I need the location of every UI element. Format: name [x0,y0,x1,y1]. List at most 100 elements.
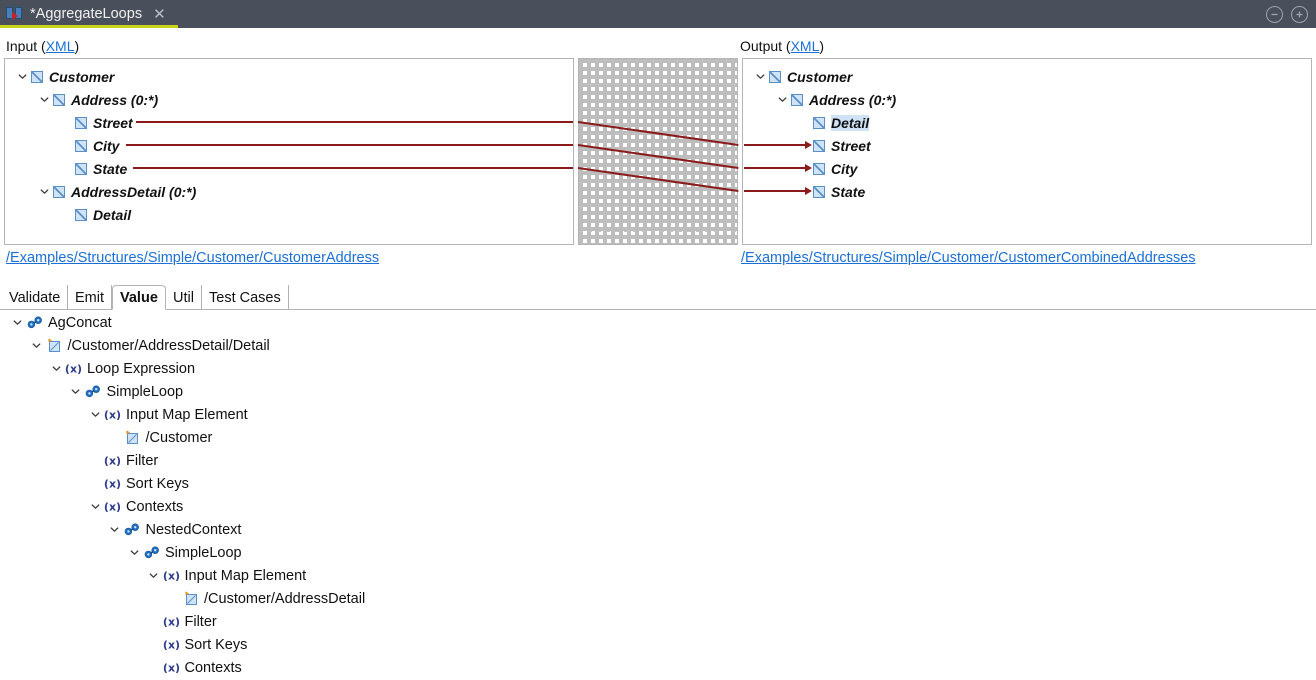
tree-node[interactable]: Street [5,111,573,134]
detail-tree-node-label: NestedContext [146,522,242,538]
detail-tree-node-label: Loop Expression [87,361,195,377]
value-detail-tree[interactable]: AgConcat/Customer/AddressDetail/Detail(x… [0,311,1316,680]
detail-tree-node-label: Filter [185,614,217,630]
document-tab[interactable]: *AggregateLoops ✕ [0,0,174,28]
tree-node[interactable]: State [5,157,573,180]
maximize-icon[interactable] [1291,6,1308,23]
input-path-link[interactable]: /Examples/Structures/Simple/Customer/Cus… [6,250,379,266]
tree-node-label: Detail [831,115,869,131]
chevron-down-icon[interactable] [69,385,83,399]
detail-tree-node[interactable]: /Customer/AddressDetail [0,587,1316,610]
element-checkbox-icon[interactable] [75,117,87,129]
loop-link-icon [124,522,141,537]
detail-tree-node[interactable]: (x)Sort Keys [0,472,1316,495]
input-tree-panel[interactable]: CustomerAddress (0:*) StreetCityStateAddr… [4,58,574,245]
grid-line [579,157,737,158]
chevron-down-icon[interactable] [753,70,767,84]
tab-validate[interactable]: Validate [2,285,68,310]
map-node-icon [124,430,141,445]
detail-tree-node[interactable]: (x)Sort Keys [0,633,1316,656]
tree-node[interactable]: AddressDetail (0:*) [5,180,573,203]
tree-node[interactable]: Customer [743,65,1311,88]
element-checkbox-icon[interactable] [813,117,825,129]
element-checkbox-icon[interactable] [53,186,65,198]
detail-tree-node-label: /Customer/AddressDetail [204,591,365,607]
output-tree: CustomerAddress (0:*) DetailStreetCitySta… [743,65,1311,203]
detail-tree-node[interactable]: (x)Filter [0,449,1316,472]
chevron-down-icon[interactable] [108,523,122,537]
tab-emit[interactable]: Emit [68,285,112,310]
tree-node[interactable]: Detail [5,203,573,226]
element-checkbox-icon[interactable] [813,140,825,152]
element-checkbox-icon[interactable] [791,94,803,106]
detail-tree-node[interactable]: (x)Input Map Element [0,403,1316,426]
expression-icon: (x) [104,476,121,491]
svg-text:(x): (x) [104,500,121,513]
detail-tree-node-label: Filter [126,453,158,469]
expression-icon: (x) [104,407,121,422]
detail-tree-node[interactable]: AgConcat [0,311,1316,334]
tab-value[interactable]: Value [112,285,166,310]
tree-node[interactable]: City [5,134,573,157]
chevron-down-icon[interactable] [88,500,102,514]
grid-line [579,108,737,109]
chevron-down-icon[interactable] [30,339,44,353]
detail-tree-node[interactable]: (x)Contexts [0,656,1316,679]
chevron-down-icon[interactable] [88,408,102,422]
output-label-text: Output ( [740,38,791,54]
tab-title: *AggregateLoops [30,6,142,22]
loop-link-icon [26,315,43,330]
detail-tree-node[interactable]: (x)Contexts [0,495,1316,518]
element-checkbox-icon[interactable] [813,186,825,198]
output-path-link[interactable]: /Examples/Structures/Simple/Customer/Cus… [741,250,1196,266]
tree-node[interactable]: Address (0:*) [743,88,1311,111]
tab-test-cases[interactable]: Test Cases [202,285,289,310]
chevron-down-icon[interactable] [37,185,51,199]
detail-tree-node[interactable]: /Customer [0,426,1316,449]
tree-node-label: Street [93,115,133,131]
output-tree-panel[interactable]: CustomerAddress (0:*) DetailStreetCitySta… [742,58,1312,245]
tree-node[interactable]: Address (0:*) [5,88,573,111]
minimize-icon[interactable] [1266,6,1283,23]
map-node-icon [182,591,199,606]
tree-node-label: State [831,184,865,200]
detail-tree-node[interactable]: NestedContext [0,518,1316,541]
grid-line [579,206,737,207]
element-checkbox-icon[interactable] [75,163,87,175]
tree-node-label: Address (0:*) [809,92,896,108]
tab-util[interactable]: Util [166,285,202,310]
chevron-down-icon[interactable] [49,362,63,376]
tree-node[interactable]: Customer [5,65,573,88]
detail-tree-node[interactable]: (x)Input Map Element [0,564,1316,587]
chevron-down-icon[interactable] [10,316,24,330]
element-checkbox-icon[interactable] [75,209,87,221]
detail-tree-node[interactable]: (x)Loop Expression [0,357,1316,380]
detail-tree-node[interactable]: /Customer/AddressDetail/Detail [0,334,1316,357]
mapping-canvas[interactable] [578,58,738,245]
element-checkbox-icon[interactable] [769,71,781,83]
element-checkbox-icon[interactable] [813,163,825,175]
chevron-down-icon[interactable] [775,93,789,107]
output-xml-link[interactable]: XML [791,38,820,54]
chevron-down-icon[interactable] [15,70,29,84]
tree-node[interactable]: State [743,180,1311,203]
close-icon[interactable]: ✕ [153,7,166,22]
tree-node[interactable]: Street [743,134,1311,157]
svg-text:(x): (x) [163,615,180,628]
detail-tree-node[interactable]: (x) Filter [0,610,1316,633]
element-checkbox-icon[interactable] [75,140,87,152]
detail-tree-node-label: AgConcat [48,315,112,331]
window-controls [1266,0,1308,28]
chevron-down-icon[interactable] [37,93,51,107]
detail-tree-node[interactable]: SimpleLoop [0,380,1316,403]
grid-line [579,231,737,232]
chevron-down-icon[interactable] [147,569,161,583]
element-checkbox-icon[interactable] [53,94,65,106]
tree-node[interactable]: City [743,157,1311,180]
tree-node-label: AddressDetail (0:*) [71,184,196,200]
element-checkbox-icon[interactable] [31,71,43,83]
input-xml-link[interactable]: XML [46,38,75,54]
detail-tree-node[interactable]: SimpleLoop [0,541,1316,564]
chevron-down-icon[interactable] [127,546,141,560]
tree-node[interactable]: Detail [743,111,1311,134]
